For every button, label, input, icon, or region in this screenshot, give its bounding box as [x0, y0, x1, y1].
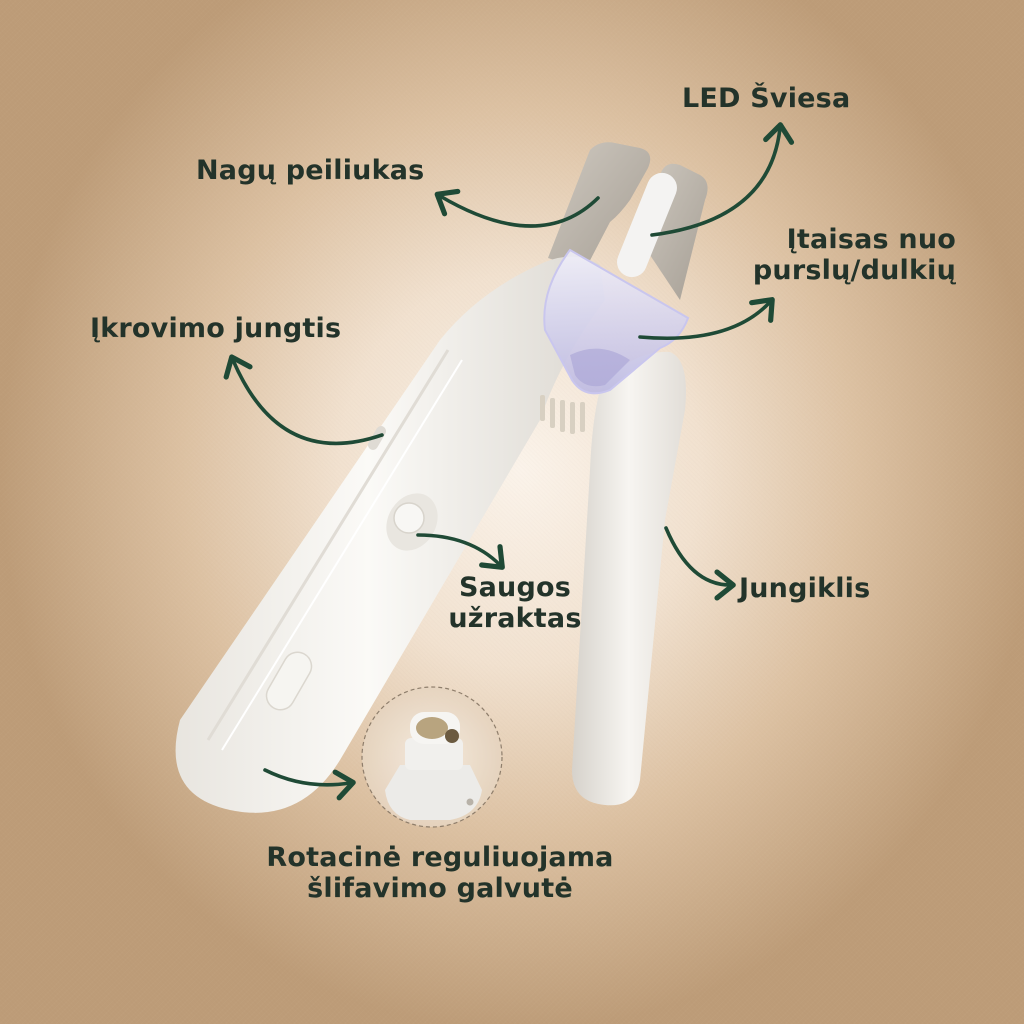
label-safety-lock-line2: užraktas	[448, 603, 582, 634]
curved-arrow-icon	[416, 533, 505, 570]
clipper-main-body	[175, 256, 606, 813]
safety-lock-button	[393, 502, 425, 534]
curved-arrow-icon	[664, 526, 736, 601]
label-grinding-head-line1: Rotacinė reguliuojama	[266, 842, 614, 873]
label-nail-blade: Nagų peiliukas	[196, 155, 425, 186]
curved-arrow-icon	[638, 297, 775, 341]
label-safety-lock: Saugos užraktas	[440, 572, 590, 634]
label-splash-guard: Įtaisas nuo purslų/dulkių	[742, 224, 956, 286]
label-grinding-head: Rotacinė reguliuojama šlifavimo galvutė	[230, 842, 650, 904]
grinding-head-inset	[361, 686, 503, 828]
label-charging-port: Įkrovimo jungtis	[90, 313, 342, 344]
label-grinding-head-line2: šlifavimo galvutė	[307, 873, 573, 904]
annotation-arrows	[223, 122, 795, 801]
label-splash-guard-line1: Įtaisas nuo	[786, 224, 956, 255]
label-switch: Jungiklis	[739, 573, 871, 604]
curved-arrow-icon	[434, 188, 600, 228]
curved-arrow-icon	[263, 768, 356, 801]
led-light	[617, 172, 677, 278]
label-led-light: LED Šviesa	[682, 83, 851, 114]
comb-teeth	[540, 395, 585, 434]
clipper-switch-handle	[572, 351, 686, 806]
label-splash-guard-line2: purslų/dulkių	[752, 255, 956, 286]
curved-arrow-icon	[650, 122, 795, 237]
label-safety-lock-line1: Saugos	[458, 572, 572, 603]
curved-arrow-icon	[223, 354, 384, 446]
splash-guard	[543, 248, 690, 395]
